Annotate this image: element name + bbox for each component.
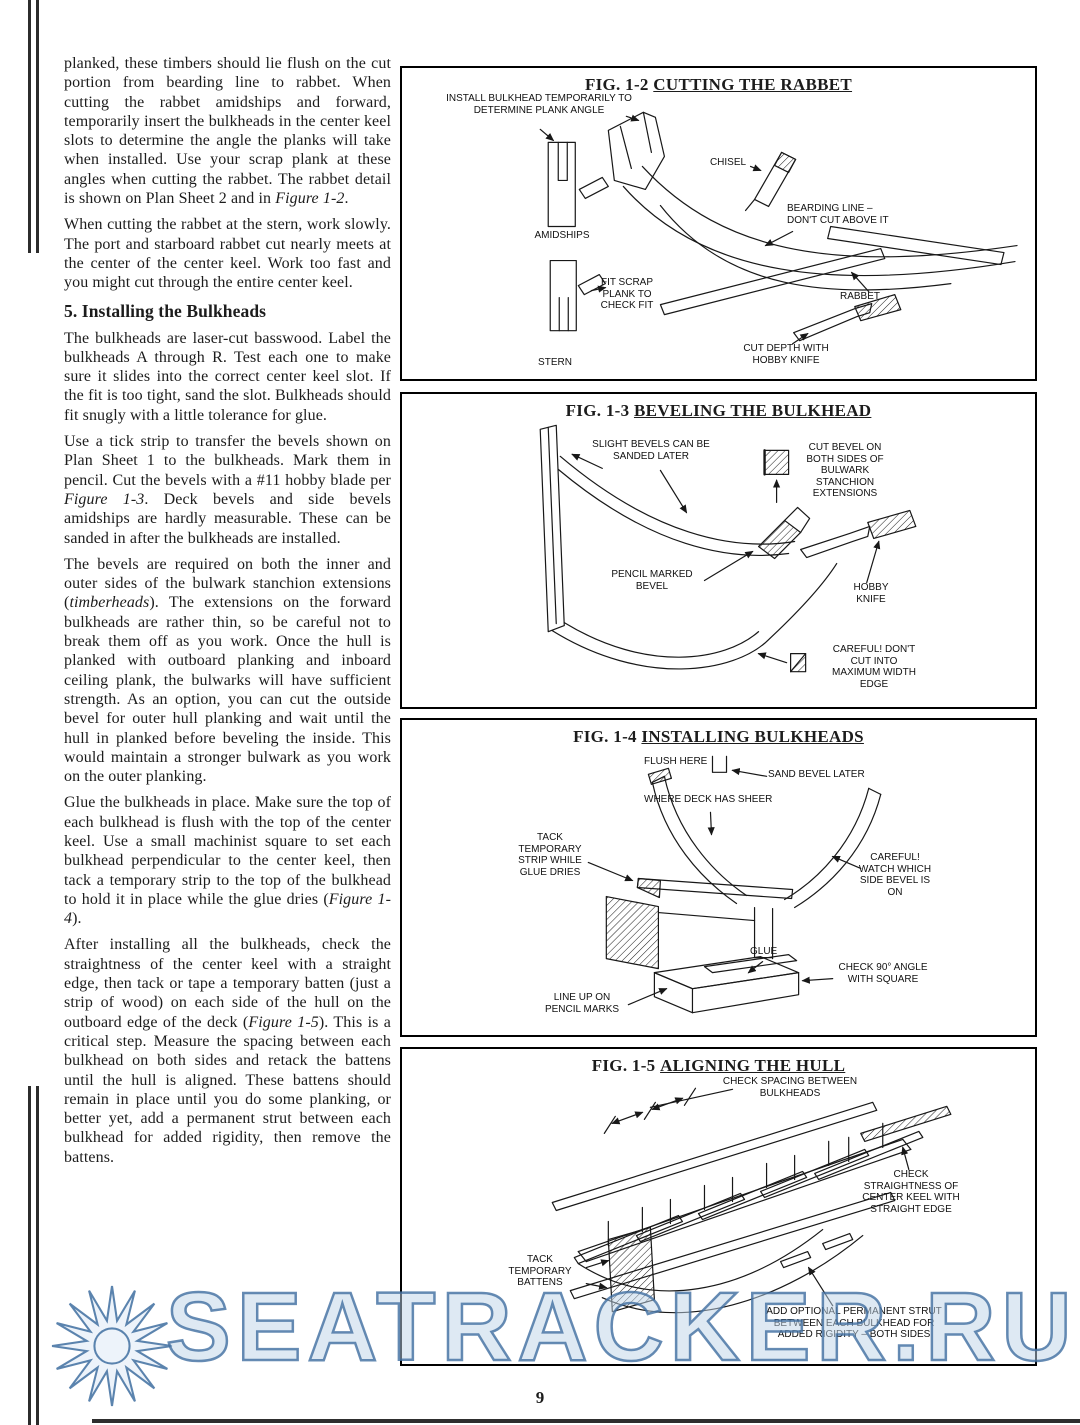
temporary-strip-drawing <box>636 877 794 900</box>
figure-title-text: ALIGNING THE HULL <box>660 1056 846 1075</box>
fig4-label-sand-bevel: SAND BEVEL LATER <box>768 769 865 780</box>
figure-1-5-title: FIG. 1-5 ALIGNING THE HULL <box>402 1056 1035 1076</box>
stanchion-bevel-drawing <box>757 506 811 560</box>
fig2-label-bearding-line: BEARDING LINE – DON'T CUT ABOVE IT <box>787 203 889 226</box>
strut-drawings <box>779 1232 854 1269</box>
bulkhead-face-hatch <box>607 1226 655 1313</box>
careful-corner-icon <box>790 653 807 673</box>
spacing-dimension-marks <box>603 1087 734 1134</box>
figure-label: FIG. 1-5 <box>591 1056 656 1075</box>
figure-1-3-title: FIG. 1-3 BEVELING THE BULKHEAD <box>402 401 1035 421</box>
fig4-arrows <box>587 768 862 1006</box>
paragraph-tick-strip: Use a tick strip to transfer the bevels … <box>64 433 391 547</box>
bevel-square-icon <box>763 449 790 476</box>
fig2-label-cut-depth: CUT DEPTH WITH HOBBY KNIFE <box>743 343 829 366</box>
fig-1-3-drawing <box>539 424 917 673</box>
fig4-label-flush-here: FLUSH HERE <box>644 756 708 767</box>
fig2-label-fit-scrap: FIT SCRAP PLANK TO CHECK FIT <box>600 277 654 311</box>
fig3-label-hobby-knife: HOBBY KNIFE <box>853 582 889 605</box>
paragraph-bevels: The bevels are required on both the inne… <box>64 555 391 786</box>
fig-1-2-drawing <box>539 111 1018 345</box>
section-heading: 5. Installing the Bulkheads <box>64 300 267 321</box>
fig5-label-tack-battens: TACK TEMPORARY BATTENS <box>508 1254 572 1288</box>
figure-1-2-title: FIG. 1-2 CUTTING THE RABBET <box>402 75 1035 95</box>
fig4-label-tack-strip: TACK TEMPORARY STRIP WHILE GLUE DRIES <box>518 832 582 878</box>
registration-mark <box>36 0 39 253</box>
figure-label: FIG. 1-3 <box>565 401 630 420</box>
fig2-label-amidships: AMIDSHIPS <box>534 230 590 241</box>
fig2-label-install: INSTALL BULKHEAD TEMPORARILY TO DETERMIN… <box>446 93 632 116</box>
fig2-label-rabbet: RABBET <box>840 291 881 302</box>
figure-title-text: INSTALLING BULKHEADS <box>641 727 864 746</box>
figure-title-text: BEVELING THE BULKHEAD <box>633 401 872 420</box>
body-text-column: planked, these timbers should lie flush … <box>64 54 391 1174</box>
hull-sweep-drawing <box>622 165 1018 291</box>
figure-title-text: CUTTING THE RABBET <box>653 75 853 94</box>
amidships-piece-drawing <box>547 141 609 228</box>
fig5-label-add-strut: ADD OPTIONAL PERMANENT STRUT BETWEEN EAC… <box>766 1306 942 1340</box>
keel-head-drawing <box>607 111 666 191</box>
figure-label: FIG. 1-4 <box>573 727 637 746</box>
straight-edge-drawing <box>860 1105 952 1142</box>
hobby-knife-drawing <box>793 294 902 342</box>
figure-label: FIG. 1-2 <box>584 75 649 94</box>
fig2-label-chisel: CHISEL <box>709 157 747 168</box>
fig3-label-cut-bevel: CUT BEVEL ON BOTH SIDES OF BULWARK STANC… <box>806 442 884 499</box>
fig-1-4-drawing <box>587 755 882 1014</box>
page-edge-mark <box>92 1419 1080 1423</box>
fig4-label-careful: CAREFUL! WATCH WHICH SIDE BEVEL IS ON <box>858 852 932 898</box>
center-keel-drawing <box>605 895 774 970</box>
fig5-label-check-spacing: CHECK SPACING BETWEEN BULKHEADS <box>722 1076 858 1099</box>
fig5-label-check-straightness: CHECK STRAIGHTNESS OF CENTER KEEL WITH S… <box>862 1169 960 1215</box>
page-number: 9 <box>535 1388 545 1407</box>
fig4-label-line-up: LINE UP ON PENCIL MARKS <box>544 992 620 1015</box>
paragraph-stern-rabbet: When cutting the rabbet at the stern, wo… <box>64 216 391 292</box>
figure-1-4-title: FIG. 1-4 INSTALLING BULKHEADS <box>402 727 1035 747</box>
figure-1-5: FIG. 1-5 ALIGNING THE HULL <box>400 1047 1037 1366</box>
chisel-drawing <box>744 151 797 212</box>
fig3-label-pencil-bevel: PENCIL MARKED BEVEL <box>611 569 693 592</box>
paragraph-aligning: After installing all the bulkheads, chec… <box>64 936 392 1166</box>
fig4-label-deck-sheer: WHERE DECK HAS SHEER <box>644 794 773 805</box>
fig2-arrows <box>539 114 870 345</box>
bulkhead-frames-drawing <box>573 1122 924 1265</box>
batten-drawings <box>551 1101 896 1300</box>
fig2-label-stern: STERN <box>538 357 572 368</box>
hobby-knife-drawing <box>800 509 917 559</box>
hull-curves-drawing <box>577 1228 864 1314</box>
paragraph-bulkheads-laser: The bulkheads are laser-cut basswood. La… <box>64 329 391 424</box>
fig3-arrows <box>571 453 881 664</box>
fig-1-5-drawing <box>551 1087 952 1314</box>
plank-drawings <box>659 225 1005 316</box>
fig3-label-slight-bevels: SLIGHT BEVELS CAN BE SANDED LATER <box>592 439 710 462</box>
bulkhead-halves-drawing <box>647 767 882 909</box>
fig5-arrows <box>585 1146 910 1307</box>
registration-mark <box>36 1086 39 1425</box>
paragraph-glue-bulkheads: Glue the bulkheads in place. Make sure t… <box>64 794 392 928</box>
figure-1-2: FIG. 1-2 CUTTING THE RABBET <box>400 66 1037 381</box>
stern-piece-drawing <box>549 259 606 332</box>
registration-mark <box>28 1086 31 1425</box>
fig4-label-glue: GLUE <box>750 946 778 957</box>
flush-notch-icon <box>711 755 728 773</box>
fig3-label-careful: CAREFUL! DON'T CUT INTO MAXIMUM WIDTH ED… <box>832 644 916 690</box>
machinist-square-drawing <box>653 954 800 1014</box>
figure-1-3: FIG. 1-3 BEVELING THE BULKHEAD <box>400 392 1037 709</box>
paragraph-planking: planked, these timbers should lie flush … <box>64 55 391 208</box>
registration-mark <box>28 0 31 253</box>
figure-1-4: FIG. 1-4 INSTALLING BULKHEADS <box>400 718 1037 1037</box>
fig4-label-check-90: CHECK 90° ANGLE WITH SQUARE <box>838 962 928 985</box>
